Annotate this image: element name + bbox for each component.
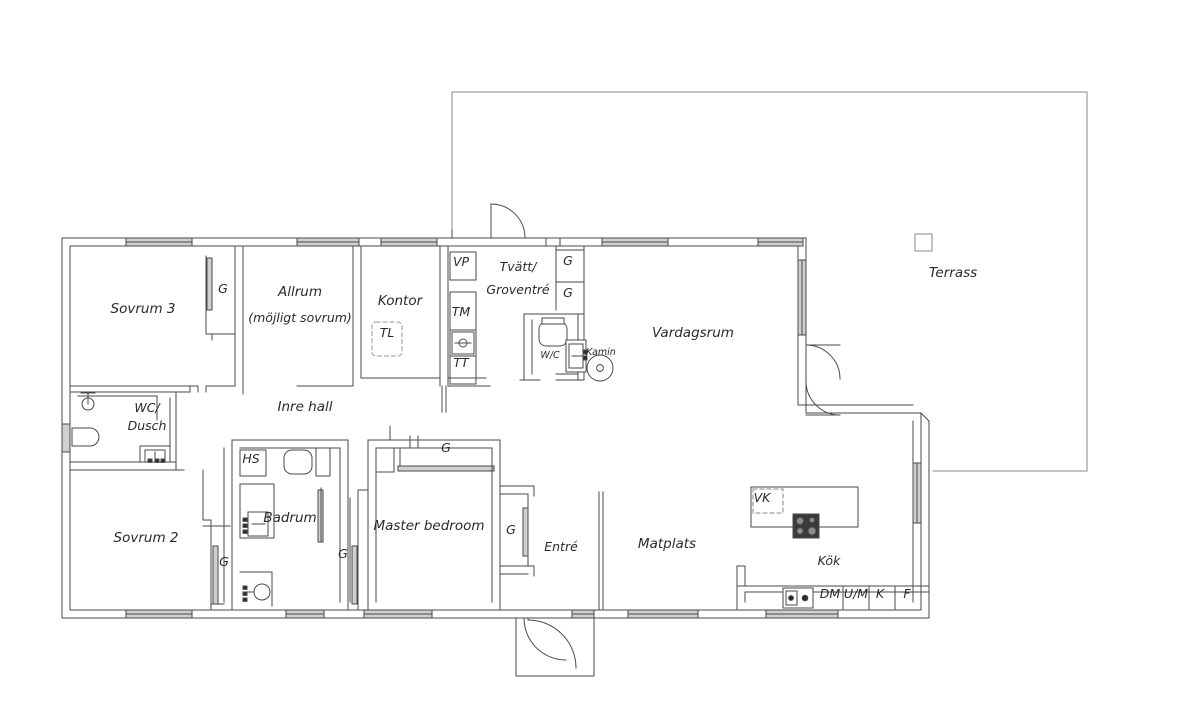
room-label-vardagsrum: Vardagsrum [652,325,734,341]
room-label-wcdusch: WC/ [134,400,161,415]
closet-label-g-sovrum2: G [219,554,229,569]
room-label-wc: W/C [540,350,560,361]
room-label-kok: Kök [818,553,841,568]
closet-label-g-tvatt-2: G [563,285,573,300]
window-group-top [125,237,804,247]
appliance-label-um: U/M [844,586,868,601]
room-label-inrehall: Inre hall [277,399,332,415]
appliance-label-vk: VK [754,490,773,505]
room-label-sovrum3: Sovrum 3 [111,301,176,317]
room-label-allrum: Allrum [277,284,322,300]
room-label-tvatt2: Groventré [486,282,550,297]
window-group-right [797,259,922,524]
appliance-label-f: F [903,586,911,601]
closet-label-g-badrum: G [338,546,348,561]
room-label-allrum2: (möjligt sovrum) [248,310,352,325]
closet-label-g-master: G [441,440,451,455]
room-label-entre: Entré [544,539,578,554]
appliance-label-vp: VP [453,254,470,269]
room-labels: Sovrum 3 Allrum (möjligt sovrum) Kontor Tvät… [111,253,978,601]
appliance-label-tt: TT [453,355,470,370]
appliance-label-tl: TL [380,325,395,340]
appliance-label-tm: TM [452,304,471,319]
room-label-sovrum2: Sovrum 2 [114,530,179,546]
terrass-door [805,344,841,416]
room-label-tvatt: Tvätt/ [500,259,538,274]
room-label-wcdusch2: Dusch [128,418,167,433]
appliance-label-hs: HS [242,451,259,466]
terrass-outline [451,91,1088,472]
room-label-matplats: Matplats [638,536,696,552]
appliance-label-dm: DM [820,586,841,601]
window-group-bottom [125,609,839,619]
room-label-kontor: Kontor [378,293,424,309]
interior-walls-upper [69,203,614,413]
appliance-label-k: K [876,586,886,601]
room-label-kamin: Kamin [586,347,616,358]
kitchen-fixtures [736,486,930,611]
terrass-marker [914,233,933,252]
closet-label-g-sovrum3: G [218,281,228,296]
room-label-terrass: Terrass [929,265,977,281]
room-label-badrum: Badrum [263,510,316,526]
closet-label-g-tvatt-1: G [563,253,573,268]
room-label-master: Master bedroom [373,518,484,534]
interior-walls-lower [61,391,604,677]
closet-label-g-entre: G [506,522,516,537]
